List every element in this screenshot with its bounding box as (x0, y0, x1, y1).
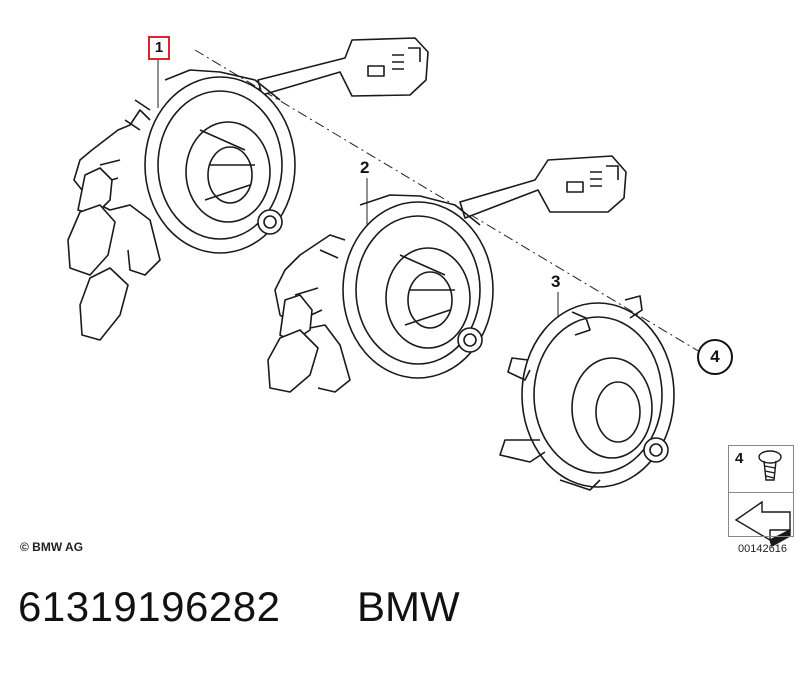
steering-column-switch-1 (67, 37, 429, 341)
diagram-number: 00142616 (738, 543, 787, 555)
arrow-icon (734, 500, 791, 548)
legend-item-number: 4 (735, 450, 744, 467)
part-number: 61319196282 (18, 583, 281, 630)
assembly-axis-line (194, 49, 701, 353)
brand-name: BMW (357, 583, 460, 630)
legend-box: 4 (728, 445, 794, 537)
callout-4: 4 (697, 339, 733, 375)
callout-1: 1 (148, 36, 170, 60)
copyright-text: © BMW AG (20, 540, 84, 554)
screw-icon (758, 450, 782, 481)
callout-3: 3 (551, 272, 561, 291)
callout-2: 2 (360, 158, 370, 177)
steering-column-switch-2 (267, 155, 627, 393)
legend-divider (729, 492, 793, 493)
clock-spring-ring-3 (499, 295, 675, 491)
